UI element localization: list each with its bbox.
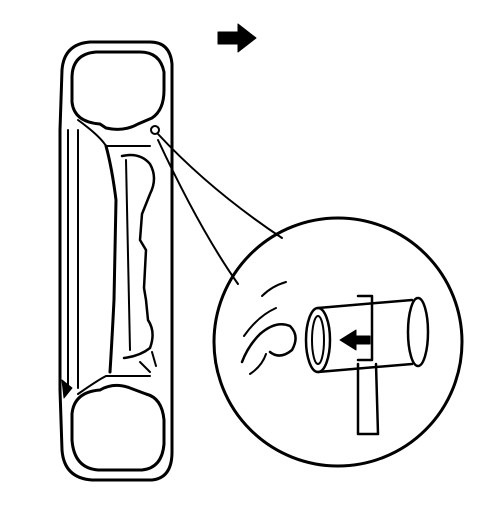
upper-tire-bead bbox=[70, 50, 166, 147]
wheel-rim-profile bbox=[104, 144, 157, 374]
mallet-icon bbox=[304, 294, 430, 436]
right-arrow-icon bbox=[217, 23, 257, 53]
detail-tire-bead bbox=[240, 281, 297, 375]
left-arrow-icon bbox=[339, 329, 371, 351]
tire-cross-section bbox=[58, 40, 174, 482]
bead-seat-marks bbox=[61, 125, 160, 399]
lower-tire-bead bbox=[70, 375, 166, 472]
detail-circle bbox=[212, 216, 464, 468]
detail-leader-lines bbox=[157, 133, 283, 285]
